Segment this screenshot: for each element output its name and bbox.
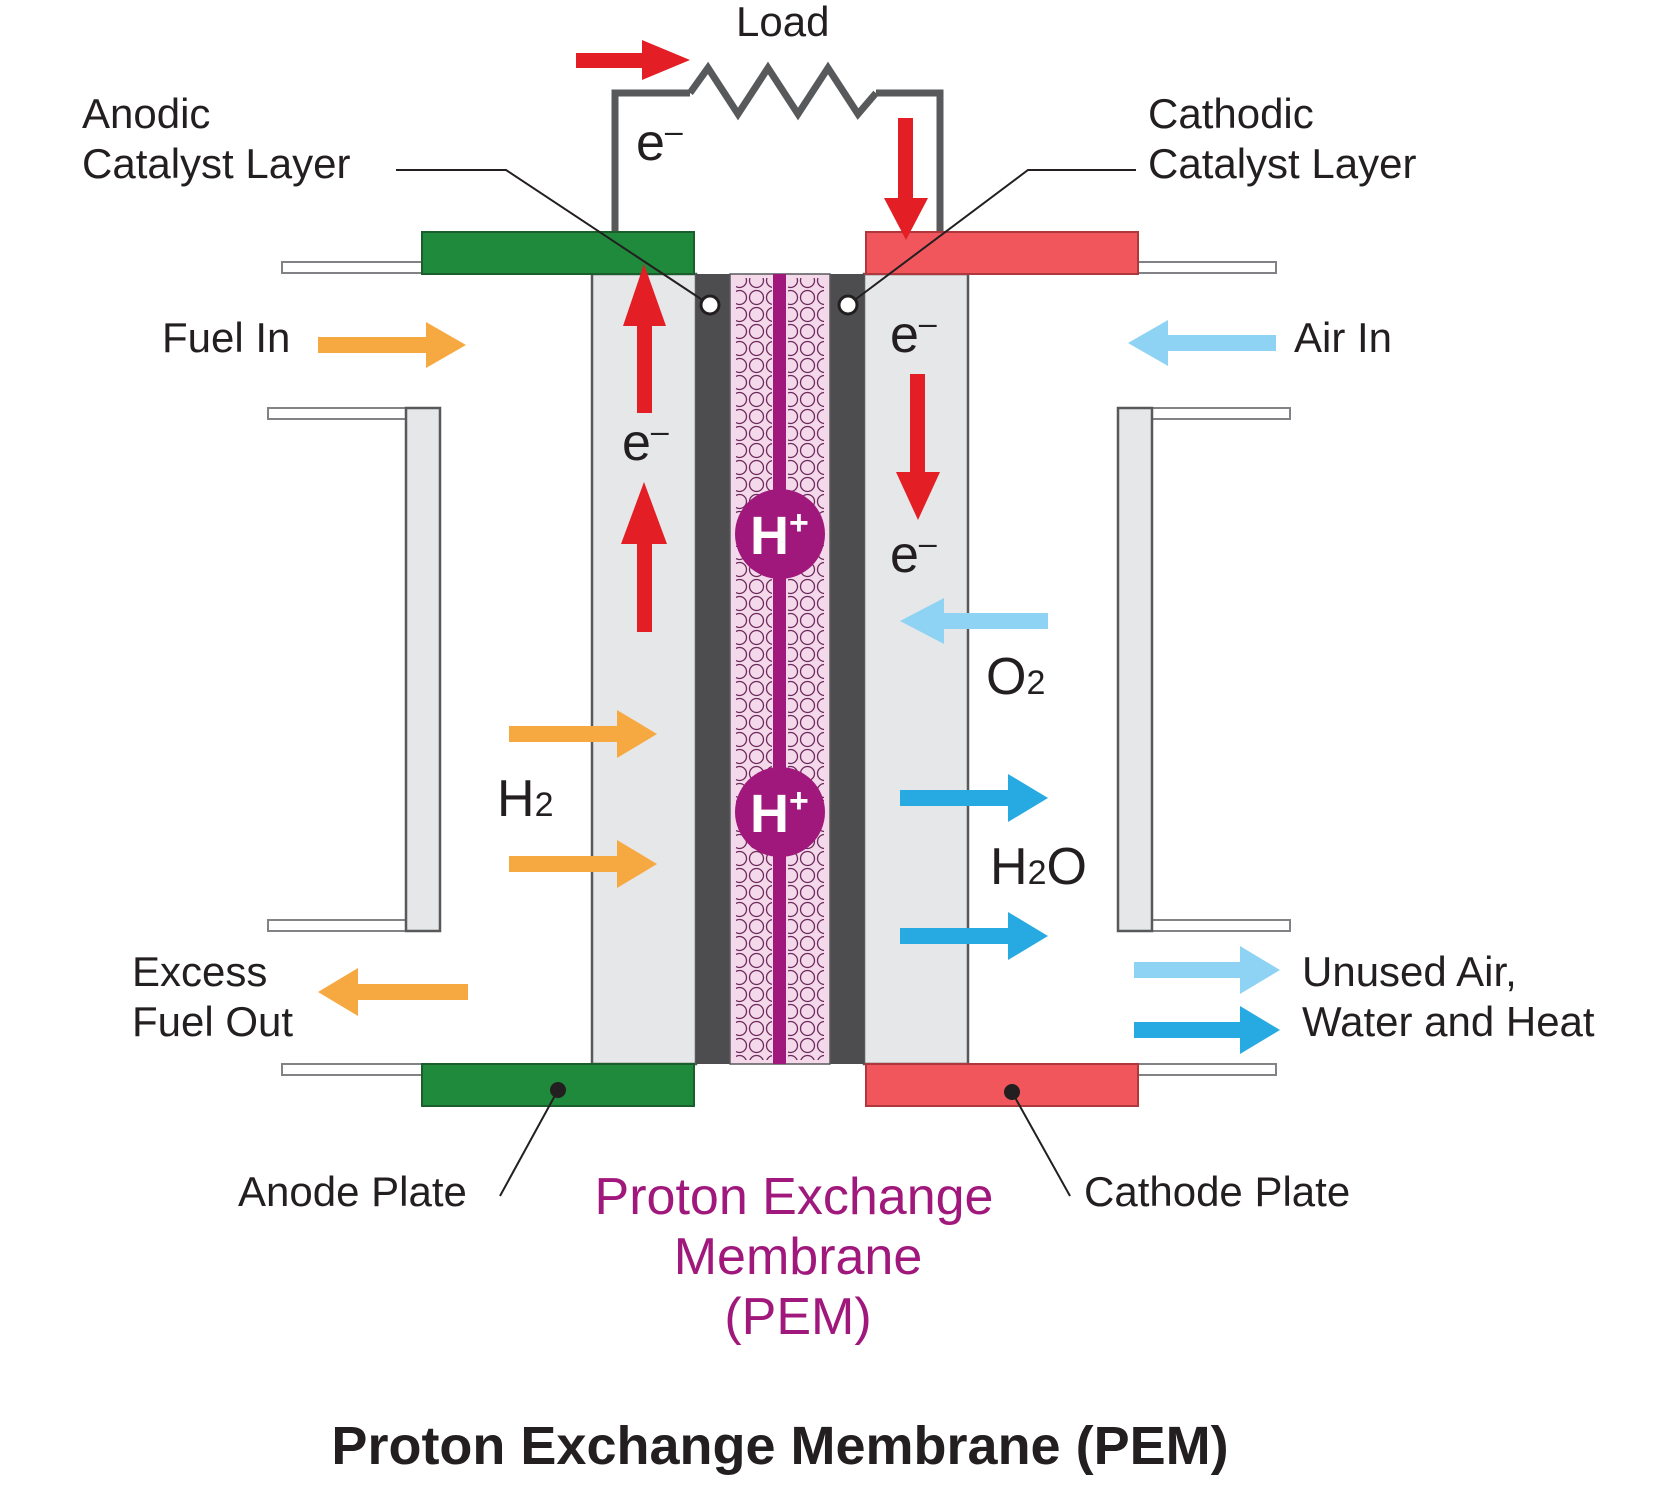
anode-plate-top [421,231,695,275]
fuel-in-label: Fuel In [162,314,290,361]
water-label: H2O [990,838,1087,896]
hydrogen-label: H2 [497,770,553,828]
electron-arrow-anode-up-bottom [621,482,667,632]
cathode-plate-top [865,231,1139,275]
water-heat-arrow [1134,1006,1280,1054]
anode-top-rail [281,261,423,274]
unused-air-label-line2: Water and Heat [1302,998,1595,1045]
load-resistor [687,61,879,121]
housing [267,261,1291,1076]
leader-lines [396,169,1136,1197]
pem-label-line2: Membrane [674,1228,923,1286]
svg-text:H+: H+ [750,504,809,566]
air-in-arrow [1128,320,1276,366]
unused-air-label-line1: Unused Air, [1302,948,1517,995]
anode-bottom-rail [281,1063,423,1076]
pem-label: Proton Exchange Membrane (PEM) [595,1168,994,1346]
membrane-bubbles-right [788,278,824,1060]
unused-air-arrow [1134,946,1280,994]
anode-plate-leader [499,1089,559,1197]
pem-label-line3: (PEM) [724,1288,871,1346]
cathode-top-rail [1133,261,1277,274]
anode-plate-label: Anode Plate [238,1168,467,1215]
proton-upper: H+ [735,489,825,579]
diagram-title: Proton Exchange Membrane (PEM) [331,1416,1228,1476]
anodic-catalyst-leader [396,169,711,306]
proton-circle [735,489,825,579]
o2-arrow [900,598,1048,644]
water-arrows [900,774,1280,1054]
membrane-core [773,274,786,1064]
anodic-catalyst-marker [699,294,721,316]
anode-end-wall [404,406,442,933]
electron-label-cathode-top: e– [890,305,937,364]
cathode-end-cap-bottom [1149,919,1291,932]
anode-end-cap-bottom [267,919,409,932]
air-in-label: Air In [1294,314,1392,361]
electron-arrow-anode-up-top [623,264,666,413]
cathodic-catalyst-layer [830,274,864,1064]
fuel-in-arrow [318,322,466,368]
proton-lower: H+ [735,767,825,857]
cathode-end-wall [1116,406,1154,933]
h2o-arrow-upper [900,774,1048,822]
anodic-catalyst-label-line2: Catalyst Layer [82,140,350,187]
cathodic-catalyst-label-line1: Cathodic [1148,90,1314,137]
cathode-end-cap-top [1149,407,1291,420]
cathode-plate-bottom [865,1063,1139,1107]
electron-arrows [576,40,940,632]
cathodic-catalyst-marker [837,294,859,316]
electron-label-circuit: e– [636,113,683,172]
air-arrows [900,320,1280,994]
cathode-plate-label: Cathode Plate [1084,1168,1350,1215]
cathode-plate-leader [1011,1091,1071,1197]
svg-text:H+: H+ [750,782,809,844]
excess-fuel-label-line2: Fuel Out [132,998,293,1045]
anode-plate-marker [550,1082,566,1098]
h2-arrow-upper [509,710,657,758]
excess-fuel-arrow [318,968,468,1016]
membrane-bubbles-left [736,278,772,1060]
electron-arrow-cathode-mid [896,374,940,520]
cathodic-catalyst-leader [847,169,1136,306]
electron-arrow-cathode-down [884,118,928,240]
h2-arrow-lower [509,840,657,888]
h2o-arrow-lower [900,912,1048,960]
cathodic-catalyst-label-line2: Catalyst Layer [1148,140,1416,187]
excess-fuel-label-line1: Excess [132,948,267,995]
electron-label-anode: e– [622,413,669,472]
external-circuit [611,61,944,232]
fuel-arrows [318,322,657,1016]
anodic-catalyst-label-line1: Anodic [82,90,210,137]
electron-arrow-load [576,40,690,80]
load-label: Load [736,0,829,45]
electron-labels: e– e– e– e– [622,113,937,584]
anodic-catalyst-layer [696,274,730,1064]
proton-circle [735,767,825,857]
circuit-wire-right [876,89,944,232]
pem-label-line1: Proton Exchange [595,1168,994,1226]
electron-label-cathode-bottom: e– [890,525,937,584]
cathode-bottom-rail [1133,1063,1277,1076]
cathode-plate-marker [1004,1084,1020,1100]
circuit-wire-left [611,89,690,232]
oxygen-label: O2 [986,648,1045,706]
anode-end-cap-top [267,407,409,420]
